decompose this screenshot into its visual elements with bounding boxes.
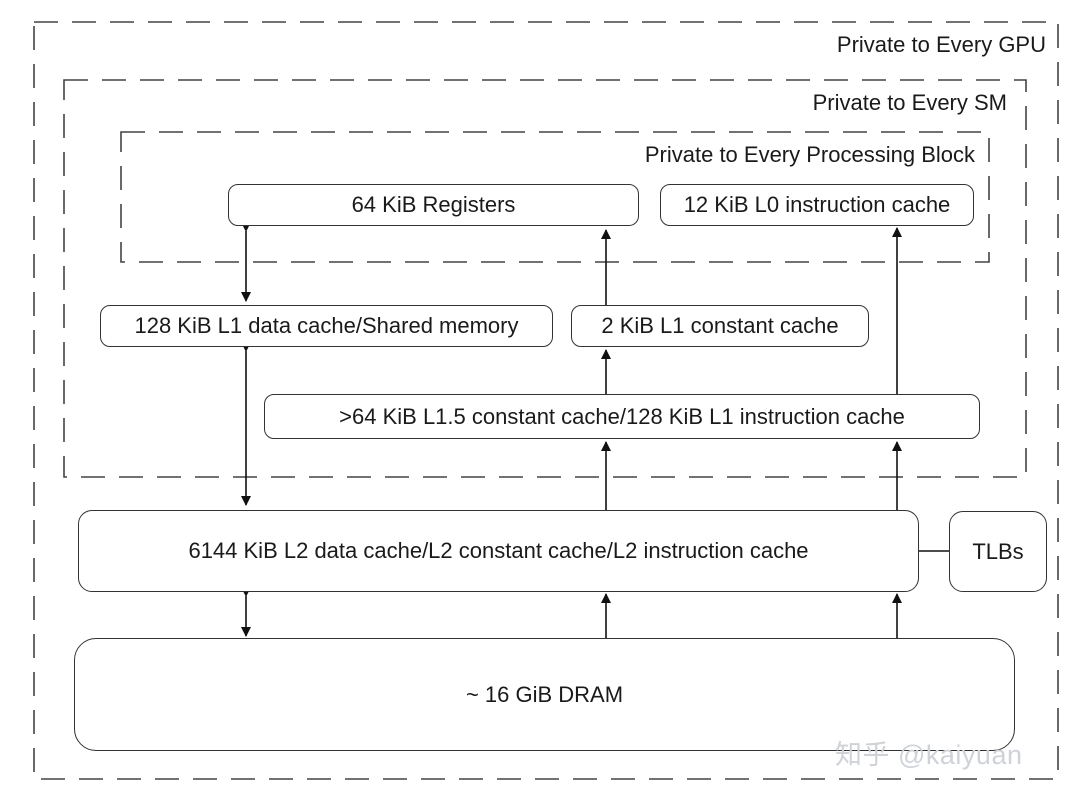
registers-box: 64 KiB Registers xyxy=(228,184,639,226)
sm-region-border xyxy=(63,79,1027,478)
sm-region-label: Private to Every SM xyxy=(812,90,1007,115)
tlbs-box: TLBs xyxy=(949,511,1047,592)
dram-box: ~ 16 GiB DRAM xyxy=(74,638,1015,751)
l15-constant-cache-box: >64 KiB L1.5 constant cache/128 KiB L1 i… xyxy=(264,394,980,439)
processing-block-region-label: Private to Every Processing Block xyxy=(644,142,975,167)
l1-data-cache-box: 128 KiB L1 data cache/Shared memory xyxy=(100,305,553,347)
watermark: 知乎 @kaiyuan xyxy=(835,740,1023,770)
l1-constant-cache-box: 2 KiB L1 constant cache xyxy=(571,305,869,347)
processing-block-region-border xyxy=(120,131,990,263)
gpu-region-border xyxy=(33,21,1059,780)
l2-cache-box: 6144 KiB L2 data cache/L2 constant cache… xyxy=(78,510,919,592)
l0-instruction-cache-box: 12 KiB L0 instruction cache xyxy=(660,184,974,226)
gpu-region-label: Private to Every GPU xyxy=(836,32,1046,57)
